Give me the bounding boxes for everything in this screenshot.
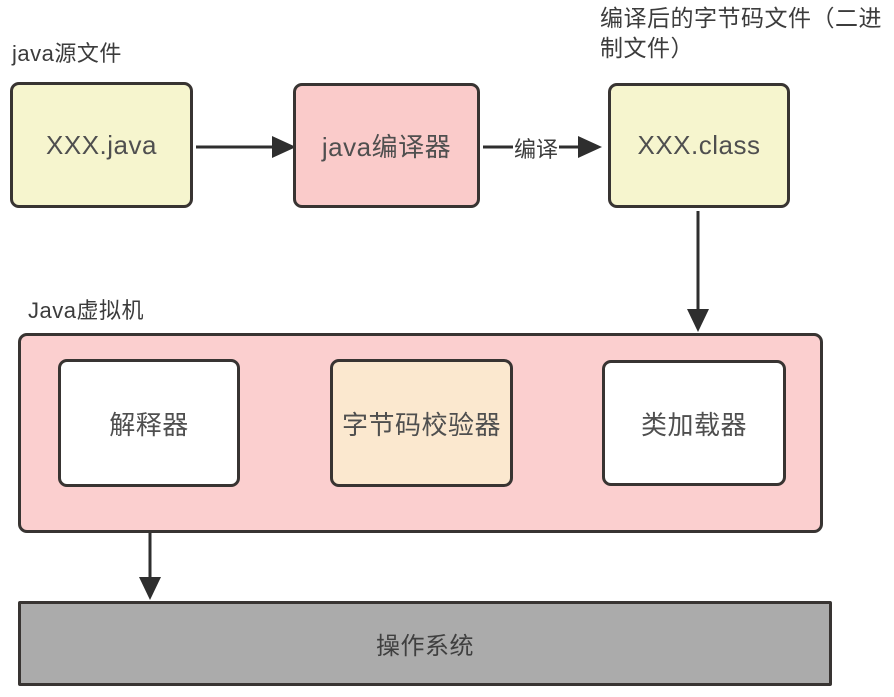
node-operating-system-label: 操作系统: [376, 633, 474, 660]
node-bytecode-verifier-label: 字节码校验器: [341, 409, 501, 440]
node-operating-system: 操作系统: [18, 601, 832, 686]
node-java-source-label: XXX.java: [46, 129, 157, 160]
label-bytecode-file: 编译后的字节码文件（二进制文件）: [600, 5, 882, 61]
node-java-compiler: java编译器: [293, 83, 480, 208]
node-class-loader-label: 类加载器: [640, 409, 747, 440]
arrow-class-to-jvm: [687, 211, 709, 332]
label-java-source-file: java源文件: [12, 41, 122, 66]
label-jvm: Java虚拟机: [28, 298, 144, 323]
node-class-loader: 类加载器: [602, 360, 786, 486]
node-java-compiler-label: java编译器: [321, 132, 452, 162]
node-bytecode-verifier: 字节码校验器: [330, 359, 513, 487]
arrow-source-to-compiler: [196, 136, 296, 158]
node-class-file-label: XXX.class: [637, 130, 761, 160]
node-interpreter-label: 解释器: [109, 409, 189, 440]
node-interpreter: 解释器: [58, 359, 240, 487]
label-compile: 编译: [513, 132, 560, 164]
node-java-source: XXX.java: [10, 82, 193, 208]
node-class-file: XXX.class: [608, 83, 790, 208]
